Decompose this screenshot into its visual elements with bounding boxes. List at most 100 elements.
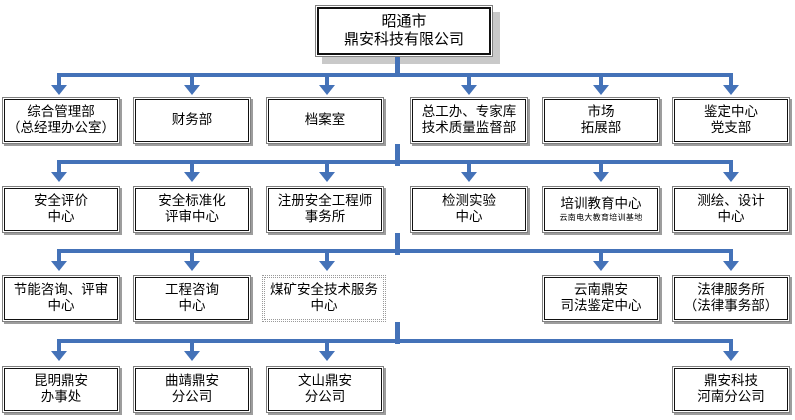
node-r2c2[interactable]: 安全标准化 评审中心 xyxy=(133,186,251,233)
node-r4c3-line1: 文山鼎安 xyxy=(298,372,352,389)
node-r2c5-line1: 培训教育中心 xyxy=(560,195,642,212)
node-r4c6[interactable]: 鼎安科技 河南分公司 xyxy=(672,366,790,413)
node-r3c5-inner: 云南鼎安 司法鉴定中心 xyxy=(544,277,658,320)
node-r3c3-line2: 中心 xyxy=(310,297,338,314)
trunk-main-segment-2 xyxy=(395,144,400,166)
arrow-r2c3 xyxy=(319,172,335,182)
arrow-r1c6 xyxy=(723,85,739,95)
node-r3c1-inner: 节能咨询、评审 中心 xyxy=(4,277,118,320)
arrow-r4c3 xyxy=(319,351,335,361)
drop-stub-r3c3 xyxy=(325,249,329,263)
node-r3c3[interactable]: 煤矿安全技术服务 中心 xyxy=(262,275,386,322)
arrow-r1c5 xyxy=(593,85,609,95)
node-r3c2-inner: 工程咨询 中心 xyxy=(135,277,249,320)
arrow-r3c2 xyxy=(184,261,200,271)
node-root[interactable]: 昭通市 鼎安科技有限公司 xyxy=(315,5,493,57)
arrow-r3c5 xyxy=(593,261,609,271)
arrow-r1c2 xyxy=(184,85,200,95)
node-r2c1[interactable]: 安全评价 中心 xyxy=(2,186,120,233)
drop-stub-r3c1 xyxy=(57,249,61,263)
node-r1c1-line2: （总经理办公室） xyxy=(7,119,115,136)
node-r1c4-line2: 技术质量监督部 xyxy=(421,119,517,136)
node-r2c2-inner: 安全标准化 评审中心 xyxy=(135,188,249,231)
trunk-main-segment-1 xyxy=(395,57,400,77)
node-root-line1: 昭通市 xyxy=(381,12,427,31)
node-r4c1-inner: 昆明鼎安 办事处 xyxy=(4,368,118,411)
node-r2c4-line2: 中心 xyxy=(455,208,483,225)
node-r1c2[interactable]: 财务部 xyxy=(133,97,251,144)
node-r2c4-inner: 检测实验 中心 xyxy=(412,188,526,231)
drop-stub-r2c6 xyxy=(729,160,733,174)
node-r3c5[interactable]: 云南鼎安 司法鉴定中心 xyxy=(542,275,660,322)
node-r3c6-line1: 法律服务所 xyxy=(697,281,765,298)
trunk-main-segment-4 xyxy=(395,322,400,344)
node-r2c2-line2: 评审中心 xyxy=(165,208,219,225)
node-r2c6[interactable]: 测绘、设计 中心 xyxy=(672,186,790,233)
distribution-bar-row4 xyxy=(57,339,733,343)
node-r1c1-line1: 综合管理部 xyxy=(27,103,95,120)
node-r4c1-line2: 办事处 xyxy=(40,388,82,405)
node-r1c4[interactable]: 总工办、专家库 技术质量监督部 xyxy=(410,97,528,144)
node-r3c3-line1: 煤矿安全技术服务 xyxy=(270,281,378,298)
node-r1c6-inner: 鉴定中心 党支部 xyxy=(674,99,788,142)
node-r1c4-line1: 总工办、专家库 xyxy=(421,103,517,120)
distribution-bar-row3 xyxy=(57,249,733,253)
node-r1c3-line1: 档案室 xyxy=(304,111,346,128)
drop-stub-r1c6 xyxy=(729,73,733,87)
arrow-r3c1 xyxy=(51,261,67,271)
node-r3c2[interactable]: 工程咨询 中心 xyxy=(133,275,251,322)
node-r4c1-line1: 昆明鼎安 xyxy=(34,372,88,389)
node-r3c1-line2: 中心 xyxy=(47,297,75,314)
node-r4c2-line1: 曲靖鼎安 xyxy=(165,372,219,389)
node-r3c5-line2: 司法鉴定中心 xyxy=(560,297,642,314)
node-r4c2-line2: 分公司 xyxy=(171,388,213,405)
drop-stub-r1c3 xyxy=(325,73,329,87)
node-r4c3[interactable]: 文山鼎安 分公司 xyxy=(266,366,384,413)
node-r2c5[interactable]: 培训教育中心 云南电大教育培训基地 xyxy=(542,186,660,233)
node-r4c3-inner: 文山鼎安 分公司 xyxy=(268,368,382,411)
node-r4c6-line2: 河南分公司 xyxy=(697,388,765,405)
node-r3c2-line1: 工程咨询 xyxy=(165,281,219,298)
drop-stub-r1c4 xyxy=(467,73,471,87)
node-r2c4[interactable]: 检测实验 中心 xyxy=(410,186,528,233)
node-r1c1[interactable]: 综合管理部 （总经理办公室） xyxy=(2,97,120,144)
arrow-r2c5 xyxy=(593,172,609,182)
drop-stub-r1c5 xyxy=(599,73,603,87)
node-r1c6[interactable]: 鉴定中心 党支部 xyxy=(672,97,790,144)
drop-stub-r4c6 xyxy=(729,339,733,353)
drop-stub-r3c2 xyxy=(190,249,194,263)
arrow-r4c2 xyxy=(184,351,200,361)
arrow-r3c6 xyxy=(723,261,739,271)
arrow-r2c1 xyxy=(51,172,67,182)
node-r4c1[interactable]: 昆明鼎安 办事处 xyxy=(2,366,120,413)
node-r4c2-inner: 曲靖鼎安 分公司 xyxy=(135,368,249,411)
node-r4c3-line2: 分公司 xyxy=(304,388,346,405)
node-r4c6-line1: 鼎安科技 xyxy=(704,372,758,389)
node-r2c1-line1: 安全评价 xyxy=(34,192,88,209)
node-r2c6-line2: 中心 xyxy=(717,208,745,225)
node-r1c3[interactable]: 档案室 xyxy=(266,97,384,144)
node-r3c3-inner: 煤矿安全技术服务 中心 xyxy=(264,277,384,320)
arrow-r1c3 xyxy=(319,85,335,95)
drop-stub-r3c6 xyxy=(729,249,733,263)
node-r1c6-line1: 鉴定中心 xyxy=(704,103,758,120)
node-r2c2-line1: 安全标准化 xyxy=(158,192,226,209)
node-r1c3-inner: 档案室 xyxy=(268,99,382,142)
node-r1c6-line2: 党支部 xyxy=(710,119,752,136)
drop-stub-r2c3 xyxy=(325,160,329,174)
node-r4c2[interactable]: 曲靖鼎安 分公司 xyxy=(133,366,251,413)
node-r1c5[interactable]: 市场 拓展部 xyxy=(542,97,660,144)
drop-stub-r2c4 xyxy=(467,160,471,174)
node-r1c5-inner: 市场 拓展部 xyxy=(544,99,658,142)
node-r2c3[interactable]: 注册安全工程师 事务所 xyxy=(266,186,384,233)
node-r3c1-line1: 节能咨询、评审 xyxy=(13,281,109,298)
node-r1c4-inner: 总工办、专家库 技术质量监督部 xyxy=(412,99,526,142)
node-r2c1-inner: 安全评价 中心 xyxy=(4,188,118,231)
drop-stub-r2c1 xyxy=(57,160,61,174)
node-r3c1[interactable]: 节能咨询、评审 中心 xyxy=(2,275,120,322)
arrow-r1c1 xyxy=(51,85,67,95)
node-r3c6-line2: （法律事务部） xyxy=(683,297,779,314)
node-r2c6-inner: 测绘、设计 中心 xyxy=(674,188,788,231)
node-r3c6[interactable]: 法律服务所 （法律事务部） xyxy=(672,275,790,322)
node-r4c6-inner: 鼎安科技 河南分公司 xyxy=(674,368,788,411)
